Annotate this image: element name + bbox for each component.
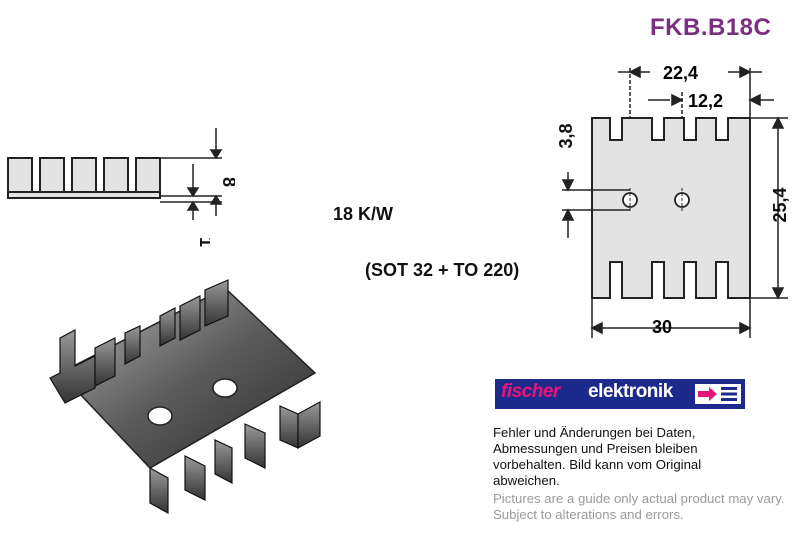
thermal-resistance: 18 K/W xyxy=(333,204,394,224)
heatsink-3d-image xyxy=(49,279,321,515)
dim-slot-depth-label: 3,8 xyxy=(556,123,576,148)
dim-length-label: 25,4 xyxy=(770,187,790,222)
svg-text:1: 1 xyxy=(196,237,210,247)
logo-word-fischer: fischer xyxy=(501,381,560,402)
svg-text:3,8: 3,8 xyxy=(556,123,576,148)
dim-hole-spacing: 12,2 xyxy=(688,91,724,111)
disclaimer-german: Fehler und Änderungen bei Daten, Abmessu… xyxy=(493,425,702,488)
logo-arrow-icon xyxy=(695,384,741,404)
fischer-elektronik-logo: fischer elektronik xyxy=(495,379,745,409)
dim-width: 30 xyxy=(652,317,673,337)
dim-overall-width: 22,4 xyxy=(663,63,699,83)
dim-thickness-label: 1 xyxy=(196,237,210,247)
svg-text:25,4: 25,4 xyxy=(770,187,790,222)
side-profile-drawing xyxy=(7,128,223,220)
top-view-drawing xyxy=(561,65,788,338)
logo-word-elektronik: elektronik xyxy=(588,381,673,402)
dim-height-label: 8 xyxy=(219,177,235,187)
svg-text:8: 8 xyxy=(219,177,235,187)
package-types: (SOT 32 + TO 220) xyxy=(365,260,520,280)
disclaimer-english: Pictures are a guide only actual product… xyxy=(493,491,785,522)
part-number-title: FKB.B18C xyxy=(650,14,772,41)
